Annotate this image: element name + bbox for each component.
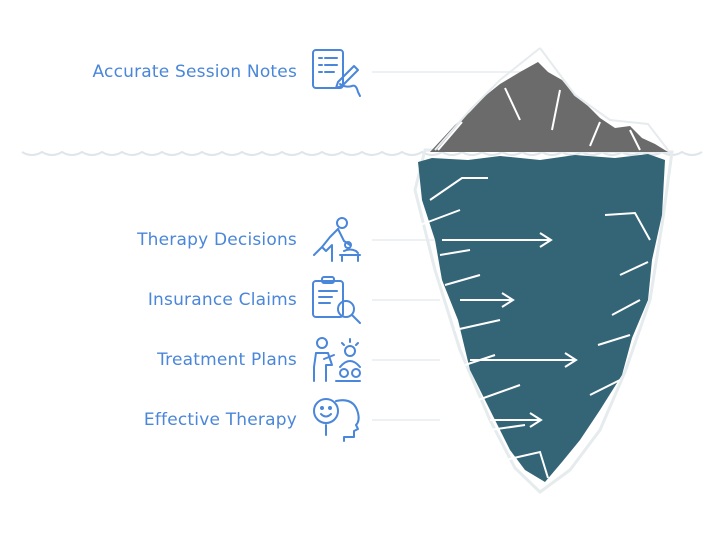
iceberg-body-cracks — [419, 177, 651, 479]
group-session-icon — [313, 337, 361, 382]
smiling-head-icon — [313, 398, 360, 442]
water-line — [21, 150, 703, 156]
label-accurate-session-notes: Accurate Session Notes — [92, 62, 297, 82]
clipboard-writing-icon — [312, 49, 361, 97]
arrowhead — [529, 412, 543, 428]
iceberg-halo — [413, 148, 674, 494]
iceberg-arrows — [442, 232, 578, 428]
iceberg-tip-cracks — [437, 87, 641, 151]
iceberg-body — [418, 154, 665, 482]
arrowhead — [501, 292, 515, 308]
label-effective-therapy: Effective Therapy — [143, 410, 297, 430]
iceberg-tip — [430, 62, 668, 152]
label-treatment-plans: Treatment Plans — [157, 350, 297, 370]
arrowhead — [539, 232, 553, 248]
connector-lines — [372, 71, 530, 421]
document-magnifier-icon — [312, 276, 361, 324]
therapist-patient-icon — [313, 217, 361, 262]
label-therapy-decisions: Therapy Decisions — [137, 230, 297, 250]
label-insurance-claims: Insurance Claims — [147, 290, 297, 310]
arrowhead — [564, 352, 578, 368]
iceberg-tip-outline — [434, 47, 669, 151]
